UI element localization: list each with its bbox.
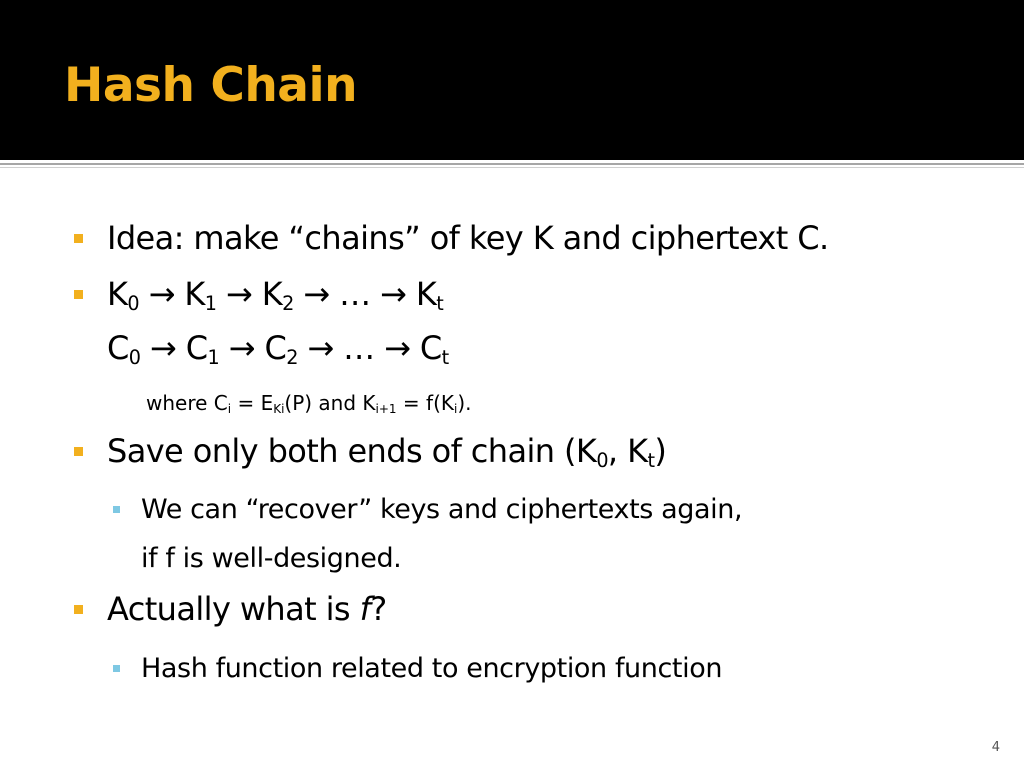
slide-title: Hash Chain — [64, 58, 358, 113]
sub-bullet-square-icon — [113, 506, 120, 513]
divider — [0, 163, 1024, 165]
bullet-square-icon — [74, 605, 83, 614]
title-bar: Hash Chain — [0, 0, 1024, 160]
sub-bullet-recover-line2: if f is well-designed. — [141, 543, 402, 574]
divider-thin — [0, 167, 1024, 168]
bullet-idea: Idea: make “chains” of key K and ciphert… — [107, 219, 829, 257]
bullet-square-icon — [74, 290, 83, 299]
bullet-square-icon — [74, 447, 83, 456]
ciphertext-chain: C0 → C1 → C2 → … → Ct — [107, 329, 449, 369]
sub-bullet-square-icon — [113, 665, 120, 672]
bullet-what-is-f: Actually what is f? — [107, 590, 387, 628]
sub-bullet-hash-function: Hash function related to encryption func… — [141, 653, 723, 684]
sub-bullet-recover-line1: We can “recover” keys and ciphertexts ag… — [141, 494, 743, 525]
bullet-save-ends: Save only both ends of chain (K0, Kt) — [107, 432, 667, 472]
chain-definition: where Ci = EKi(P) and Ki+1 = f(Ki). — [146, 391, 472, 416]
page-number: 4 — [991, 740, 1000, 755]
bullet-square-icon — [74, 234, 83, 243]
key-chain: K0 → K1 → K2 → … → Kt — [107, 275, 444, 315]
